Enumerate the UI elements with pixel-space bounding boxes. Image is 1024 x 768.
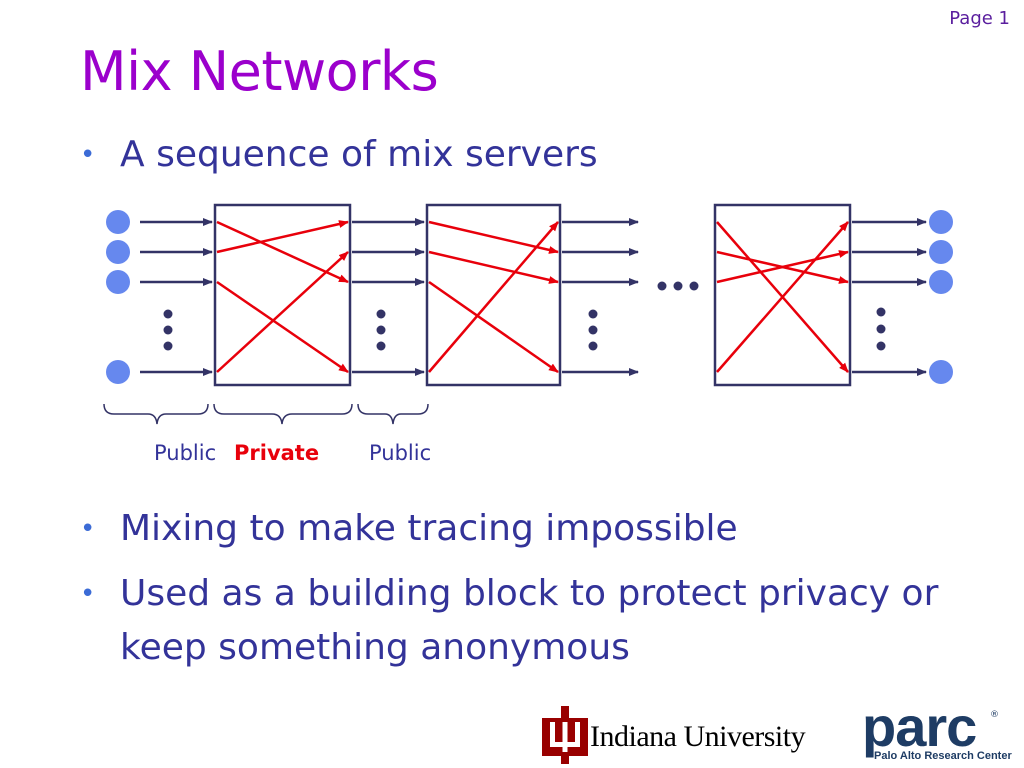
bullet-item: • A sequence of mix servers <box>80 128 980 182</box>
mix-permutation-lines <box>216 220 349 374</box>
input-node <box>106 210 130 234</box>
public-input-arrows <box>140 218 213 376</box>
horizontal-ellipsis-icon <box>657 281 699 291</box>
parc-wordmark: parc <box>862 695 977 758</box>
brace-icon <box>103 403 209 425</box>
mix-permutation-lines <box>428 220 559 374</box>
vertical-ellipsis-icon <box>376 309 386 351</box>
iu-trident-logo-icon <box>542 706 588 764</box>
page-number: Page 1 <box>949 8 1010 29</box>
parc-tagline: Palo Alto Research Center <box>874 750 1012 762</box>
input-node <box>106 360 130 384</box>
public-output-arrows <box>562 218 639 376</box>
bullet-item: • Used as a building block to protect pr… <box>80 567 980 675</box>
slide-title: Mix Networks <box>80 40 439 103</box>
vertical-ellipsis-icon <box>588 309 598 351</box>
mix-network-diagram: Public Private Public <box>103 203 953 465</box>
output-node <box>929 210 953 234</box>
output-node <box>929 240 953 264</box>
bullet-text: Used as a building block to protect priv… <box>120 573 939 668</box>
bullet-dot-icon: • <box>80 514 96 544</box>
mix-server-box <box>213 203 352 387</box>
input-node <box>106 270 130 294</box>
input-node <box>106 240 130 264</box>
bullet-text: Mixing to make tracing impossible <box>120 508 738 549</box>
output-nodes <box>929 210 953 384</box>
output-node <box>929 360 953 384</box>
final-output-arrows <box>852 218 927 376</box>
public-middle-arrows <box>352 218 425 376</box>
bullet-item: • Mixing to make tracing impossible <box>80 502 980 556</box>
mix-server-box <box>713 203 852 387</box>
mix-server-box <box>425 203 562 387</box>
brace-icon <box>357 403 429 425</box>
public-label-right: Public <box>369 441 431 465</box>
vertical-ellipsis-icon <box>876 307 886 351</box>
mix-permutation-lines <box>716 221 849 373</box>
private-label: Private <box>234 441 319 465</box>
footer-logos: Indiana University parc ® Palo Alto Rese… <box>540 695 1024 768</box>
output-node <box>929 270 953 294</box>
registered-mark: ® <box>990 710 999 720</box>
bullet-dot-icon: • <box>80 579 96 609</box>
bullet-text: A sequence of mix servers <box>120 134 598 175</box>
bullet-dot-icon: • <box>80 140 96 170</box>
brace-icon <box>213 403 353 425</box>
iu-wordmark: Indiana University <box>590 720 806 753</box>
input-nodes <box>106 210 130 384</box>
vertical-ellipsis-icon <box>163 309 173 351</box>
public-label-left: Public <box>154 441 216 465</box>
